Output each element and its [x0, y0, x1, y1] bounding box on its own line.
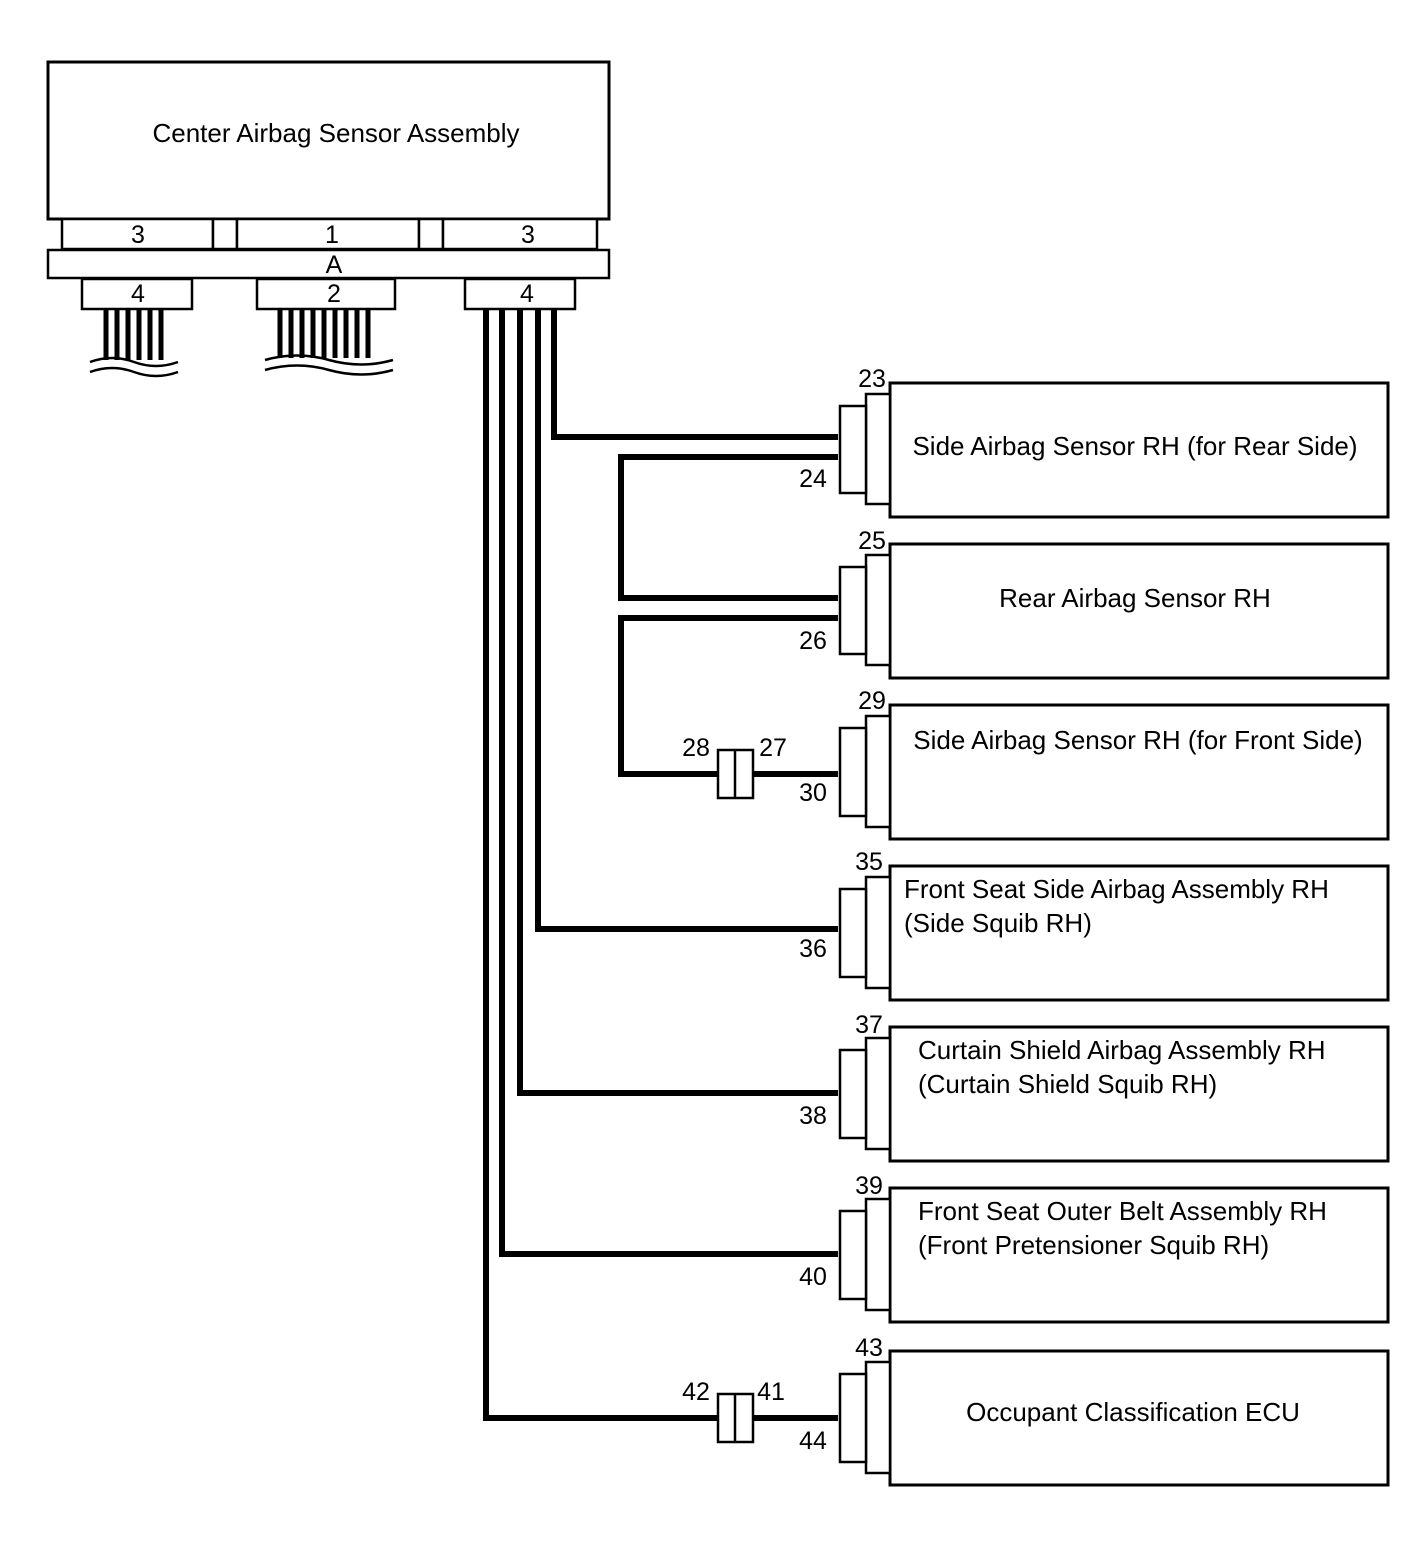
component-front-seat-side-airbag: 35 36 Front Seat Side Airbag Assembly RH… [799, 848, 1390, 1002]
pin-label-26: 26 [799, 627, 827, 655]
wire-24-to-25 [618, 454, 838, 601]
pin-label-24: 24 [799, 465, 827, 493]
component-label: Side Airbag Sensor RH (for Rear Side) [912, 431, 1357, 461]
pin-label-38: 38 [799, 1102, 827, 1130]
connector-bar-a [46, 248, 611, 280]
junction-connector-28-27: 28 27 [682, 734, 787, 800]
wire-to-curtain-shield-airbag [517, 309, 838, 1096]
bottom-connector-label-2: 2 [327, 280, 341, 308]
wire-to-front-seat-outer-belt [499, 309, 838, 1257]
top-connector-label-2: 1 [325, 221, 339, 249]
pin-label-36: 36 [799, 935, 827, 963]
component-label-line-2: (Front Pretensioner Squib RH) [918, 1230, 1269, 1260]
component-rear-airbag-sensor: 25 26 Rear Airbag Sensor RH [799, 527, 1390, 680]
component-front-seat-outer-belt: 39 40 Front Seat Outer Belt Assembly RH … [799, 1172, 1390, 1324]
pin-label-29: 29 [858, 687, 886, 715]
junction-pin-41: 41 [757, 1378, 785, 1406]
pin-label-39: 39 [855, 1172, 883, 1200]
junction-pin-27: 27 [759, 734, 787, 762]
component-label-line-1: Front Seat Side Airbag Assembly RH [904, 874, 1329, 904]
center-airbag-sensor-assembly: Center Airbag Sensor Assembly 3 1 3 A 4 … [46, 60, 611, 378]
wire-bundle-connector-2 [264, 309, 394, 376]
component-side-airbag-sensor-rear: 23 24 Side Airbag Sensor RH (for Rear Si… [799, 365, 1390, 519]
wire-bundle-connector-4-left [89, 309, 179, 378]
pin-label-44: 44 [799, 1427, 827, 1455]
component-label: Rear Airbag Sensor RH [999, 583, 1271, 613]
pin-label-25: 25 [858, 527, 886, 555]
wire-to-junction-42 [483, 309, 718, 1421]
component-curtain-shield-airbag: 37 38 Curtain Shield Airbag Assembly RH … [799, 1011, 1390, 1163]
bottom-connector-label-1: 4 [131, 280, 145, 308]
pin-label-37: 37 [855, 1011, 883, 1039]
component-label-line-2: (Side Squib RH) [904, 908, 1092, 938]
pin-label-23: 23 [858, 365, 886, 393]
junction-pin-28: 28 [682, 734, 710, 762]
bottom-connector-row: 4 2 4 [80, 277, 577, 311]
bottom-connector-label-3: 4 [520, 280, 534, 308]
wires [483, 309, 838, 1421]
wire-to-side-airbag-sensor-rear [551, 309, 838, 440]
top-connector-row: 3 1 3 [60, 217, 599, 251]
wire-to-front-seat-side-airbag [535, 309, 838, 932]
pin-label-30: 30 [799, 779, 827, 807]
pin-label-43: 43 [855, 1334, 883, 1362]
component-label: Occupant Classification ECU [966, 1397, 1300, 1427]
junction-pin-42: 42 [682, 1378, 710, 1406]
main-unit-title: Center Airbag Sensor Assembly [152, 118, 519, 148]
component-label-line-1: Curtain Shield Airbag Assembly RH [918, 1035, 1326, 1065]
wire-26-to-junction-28 [618, 615, 838, 777]
pin-label-35: 35 [855, 848, 883, 876]
junction-connector-42-41: 42 41 [682, 1378, 785, 1444]
component-label: Side Airbag Sensor RH (for Front Side) [913, 725, 1362, 755]
component-side-airbag-sensor-front: 29 30 Side Airbag Sensor RH (for Front S… [799, 687, 1390, 841]
component-occupant-classification-ecu: 43 44 Occupant Classification ECU [799, 1334, 1390, 1487]
connector-bar-label: A [326, 251, 343, 279]
top-connector-label-1: 3 [131, 221, 145, 249]
top-connector-label-3: 3 [521, 221, 535, 249]
component-label-line-2: (Curtain Shield Squib RH) [918, 1069, 1217, 1099]
pin-label-40: 40 [799, 1263, 827, 1291]
component-label-line-1: Front Seat Outer Belt Assembly RH [918, 1196, 1327, 1226]
